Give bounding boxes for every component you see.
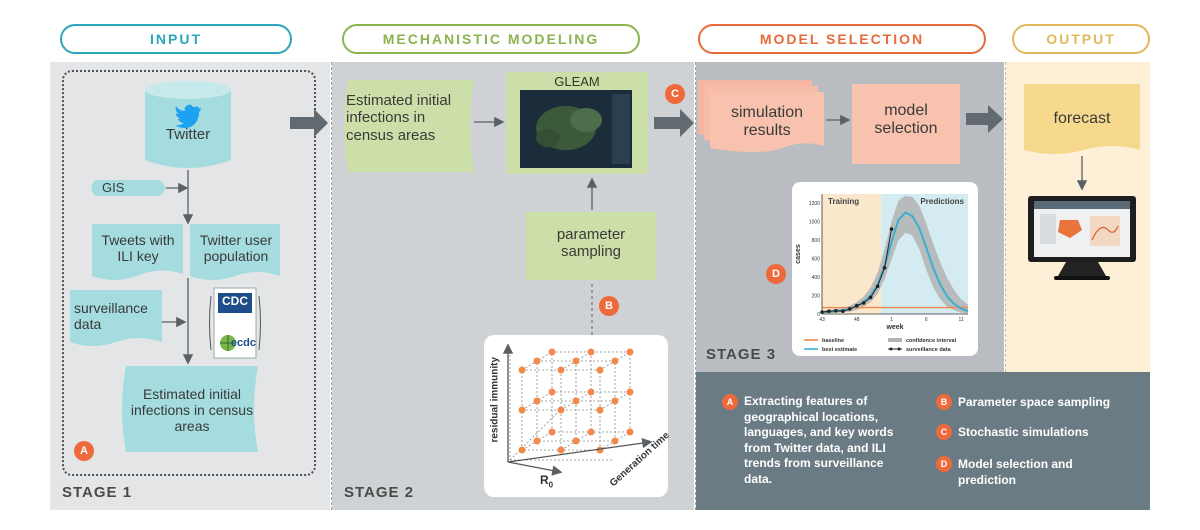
legend-panel [696, 372, 1150, 510]
stage3-label: STAGE 3 [706, 346, 777, 363]
block-arrow-3 [966, 105, 1003, 133]
forecast-label: forecast [1053, 110, 1111, 127]
input-dotted-box [62, 70, 316, 476]
badge-d: D [766, 264, 786, 284]
surveillance-point [861, 301, 866, 305]
legend-b-text: Parameter space sampling [958, 395, 1111, 409]
forecast-shape [1024, 84, 1140, 154]
surveillance-point [889, 227, 894, 231]
estimated-s2-shape [344, 80, 474, 172]
twitter-database-icon [145, 81, 231, 168]
header-mechanistic: MECHANISTIC MODELING [342, 24, 640, 54]
surveillance-point [868, 295, 873, 300]
tweets-doc-shape [92, 224, 183, 280]
surveillance-point [848, 307, 852, 311]
sim-label: simulation results [730, 104, 804, 140]
x-axis-label: week [885, 324, 903, 331]
stage2-label: STAGE 2 [344, 484, 415, 501]
badge-b: B [599, 296, 619, 316]
userpop-doc-shape [190, 224, 280, 280]
y-tick-label: 1000 [809, 220, 820, 226]
cdc-logo: CDC [222, 294, 248, 308]
surveillance-point [834, 308, 838, 313]
legend-entry: confidence interval [906, 338, 957, 344]
legend-d-text: Model selection and prediction [958, 457, 1073, 487]
header-output: OUTPUT [1012, 24, 1150, 54]
surveillance-point [827, 309, 831, 314]
y-tick-label: 200 [812, 294, 821, 300]
y-tick-label: 600 [812, 257, 821, 263]
block-arrow-1 [290, 109, 328, 137]
gleam-map-icon [536, 94, 630, 164]
axis-residual-immunity: residual immunity [489, 356, 501, 443]
simulation-docs-shape [698, 80, 824, 152]
tweets-label: Tweets with ILI key [101, 232, 175, 265]
twitter-bird-icon [175, 104, 202, 128]
header-input: INPUT [60, 24, 292, 54]
x-tick-label: 6 [925, 317, 928, 323]
surveillance-point [854, 303, 859, 308]
gis-label: GIS [102, 180, 125, 195]
divider-2 [695, 62, 696, 510]
badge-c: C [665, 84, 685, 104]
legend-badge-a: A [722, 394, 738, 410]
stage1-label: STAGE 1 [62, 484, 133, 501]
surveillance-doc-shape [70, 290, 162, 346]
y-tick-label: 800 [812, 238, 821, 244]
surveillance-label: surveillance data [74, 300, 148, 333]
cube-box [484, 335, 668, 497]
legend-swatch-dot [897, 347, 901, 351]
legend-swatch-dot [889, 347, 893, 351]
region-label-predictions: Predictions [920, 197, 964, 206]
x-tick-label: 43 [819, 317, 825, 323]
divider-1 [331, 62, 332, 510]
estimated-s1-label: Estimated initial infections in census a… [130, 386, 254, 435]
y-tick-label: 400 [812, 275, 821, 281]
chart: Training Predictions 0 200 400 600 800 1000 1200… [795, 194, 969, 353]
param-sampling-box [526, 212, 656, 280]
legend-badge-b: B [936, 394, 952, 410]
legend-entry: best estimate [822, 347, 857, 353]
region-label-training: Training [828, 197, 859, 206]
estimated-s2-label: Estimated initial infections in census a… [346, 92, 452, 144]
cube-nodes [518, 348, 634, 454]
y-tick-label: 1200 [809, 201, 820, 207]
legend-swatch [888, 338, 902, 342]
x-tick-label: 11 [958, 317, 963, 323]
monitor-icon [1028, 196, 1136, 280]
y-tick-label: 0 [817, 312, 820, 318]
cube-axes [502, 343, 653, 476]
gleam-label: GLEAM [554, 74, 600, 89]
estimated-s1-shape [122, 366, 258, 452]
ecdc-globe-icon [220, 335, 236, 351]
axis-r0-main: R [540, 473, 549, 487]
twitter-label: Twitter [165, 126, 211, 143]
x-tick-label: 48 [854, 317, 860, 323]
model-label: model selection [874, 102, 938, 138]
param-label: parameter sampling [556, 226, 626, 261]
surveillance-point [882, 266, 887, 270]
userpop-label: Twitter user population [199, 232, 273, 265]
legend-badge-c: C [936, 424, 952, 440]
ecdc-logo: ecdc [230, 337, 256, 349]
y-axis-label: cases [795, 244, 802, 264]
x-tick-label: 1 [890, 317, 893, 323]
surveillance-point [875, 284, 880, 289]
legend-c-text: Stochastic simulations [958, 425, 1089, 439]
legend-badge-d: D [936, 456, 952, 472]
axis-r0: R0 [540, 473, 570, 490]
block-arrow-2 [654, 109, 694, 137]
legend-entry: baseline [822, 338, 844, 344]
legend-a-text: Extracting features of geographical loca… [744, 394, 894, 486]
badge-a-s1: A [74, 441, 94, 461]
axis-r0-sub: 0 [548, 480, 554, 490]
model-selection-box [852, 84, 960, 164]
divider-3 [1005, 62, 1006, 372]
surveillance-point [841, 309, 845, 314]
header-selection: MODEL SELECTION [698, 24, 986, 54]
gis-shape [91, 180, 166, 196]
legend-entry: surveillance data [906, 347, 952, 353]
